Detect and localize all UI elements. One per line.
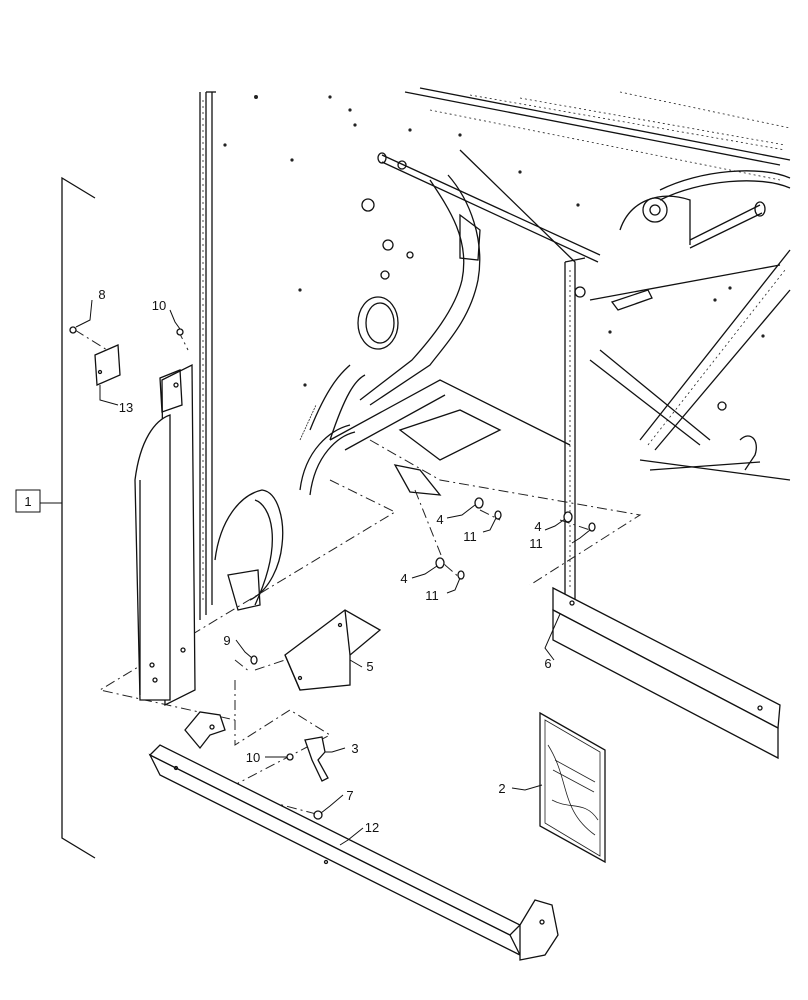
callout-7: 7 xyxy=(346,788,353,803)
callout-11b: 11 xyxy=(529,536,543,551)
callout-11c: 11 xyxy=(425,588,439,603)
callout-2: 2 xyxy=(498,781,505,796)
callout-13: 13 xyxy=(119,400,133,415)
part-2-manual xyxy=(539,711,606,864)
callout-8: 8 xyxy=(98,287,105,302)
callout-4a: 4 xyxy=(436,512,443,527)
callout-9: 9 xyxy=(223,633,230,648)
callout-3: 3 xyxy=(351,741,358,756)
part-5-shield xyxy=(284,609,382,691)
leader-lines xyxy=(75,299,591,846)
assembly-lines xyxy=(74,329,642,816)
part-12-rail xyxy=(148,711,559,961)
callout-4c: 4 xyxy=(400,571,407,586)
group-bracket xyxy=(40,176,96,859)
machine-frame xyxy=(199,87,791,620)
callout-12: 12 xyxy=(365,820,379,835)
part-3-bracket xyxy=(304,736,329,782)
part-13-bracket xyxy=(94,344,196,707)
callout-5: 5 xyxy=(366,659,373,674)
callout-11a: 11 xyxy=(463,529,477,544)
part-6-strip xyxy=(552,586,781,760)
callout-box-1 xyxy=(15,489,41,513)
callout-10a: 10 xyxy=(152,298,166,313)
callout-4b: 4 xyxy=(534,519,541,534)
callout-1: 1 xyxy=(24,494,31,509)
callout-6: 6 xyxy=(544,656,551,671)
callout-labels: 1 2 3 4 4 4 5 6 7 8 9 10 10 11 11 11 12 … xyxy=(15,287,552,835)
callout-10b: 10 xyxy=(246,750,260,765)
hardware xyxy=(69,326,596,820)
